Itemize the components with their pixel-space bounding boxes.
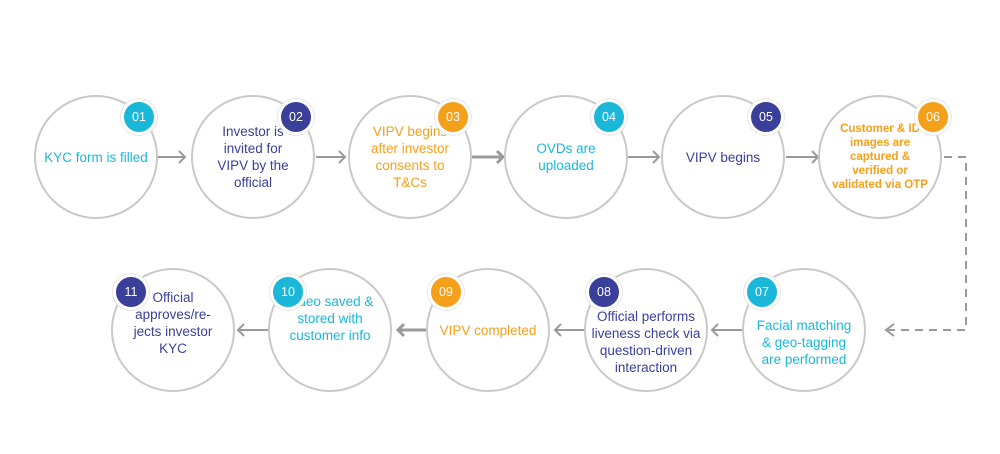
- step-number-badge: 09: [428, 274, 464, 310]
- step-text: Investor is invited for VIPV by the offi…: [217, 124, 289, 190]
- arrow-07-08: [710, 323, 742, 337]
- step-11: Official approves/re-jects investor KYC …: [111, 268, 235, 392]
- step-number-badge: 06: [915, 99, 951, 135]
- step-text: VIPV completed: [439, 322, 537, 338]
- step-text: Customer & ID images are captured & veri…: [832, 123, 928, 191]
- step-text: Facial matching & geo-tagging are perfor…: [756, 317, 852, 367]
- step-number-badge: 03: [435, 99, 471, 135]
- step-05: VIPV begins 05: [661, 95, 785, 219]
- step-09: VIPV completed 09: [426, 268, 550, 392]
- step-text: OVDs are uploaded: [536, 141, 596, 173]
- arrow-02-03: [316, 150, 347, 164]
- arrow-05-06: [786, 150, 820, 164]
- step-text: Official performs liveness check via que…: [591, 309, 701, 375]
- step-number-badge: 01: [121, 99, 157, 135]
- step-08: Official performs liveness check via que…: [584, 268, 708, 392]
- step-03: VIPV begins after investor consents to T…: [348, 95, 472, 219]
- step-04: OVDs are uploaded 04: [504, 95, 628, 219]
- arrow-01-02: [158, 150, 187, 164]
- step-number-badge: 08: [586, 274, 622, 310]
- arrow-head-07: [884, 323, 895, 337]
- step-number-badge: 02: [278, 99, 314, 135]
- step-10: Video saved & stored with customer info …: [268, 268, 392, 392]
- step-number-badge: 05: [748, 99, 784, 135]
- step-text: Official approves/re-jects investor KYC: [133, 290, 213, 356]
- arrow-09-10: [395, 322, 426, 338]
- step-06: Customer & ID images are captured & veri…: [818, 95, 951, 219]
- arrow-08-09: [553, 323, 584, 337]
- step-02: Investor is invited for VIPV by the offi…: [191, 95, 315, 219]
- step-01: KYC form is filled 01: [34, 95, 158, 219]
- arrow-03-04: [472, 149, 506, 165]
- arrow-10-11: [236, 323, 268, 337]
- arrow-04-05: [628, 150, 661, 164]
- step-text: VIPV begins: [685, 149, 761, 165]
- step-number-badge: 07: [744, 274, 780, 310]
- step-text: Video saved & stored with customer info: [286, 293, 374, 343]
- step-number-badge: 11: [113, 274, 149, 310]
- step-text: VIPV begins after investor consents to T…: [370, 124, 450, 190]
- step-text: KYC form is filled: [44, 149, 148, 165]
- step-number-badge: 04: [591, 99, 627, 135]
- step-07: Facial matching & geo-tagging are perfor…: [742, 268, 866, 392]
- step-number-badge: 10: [270, 274, 306, 310]
